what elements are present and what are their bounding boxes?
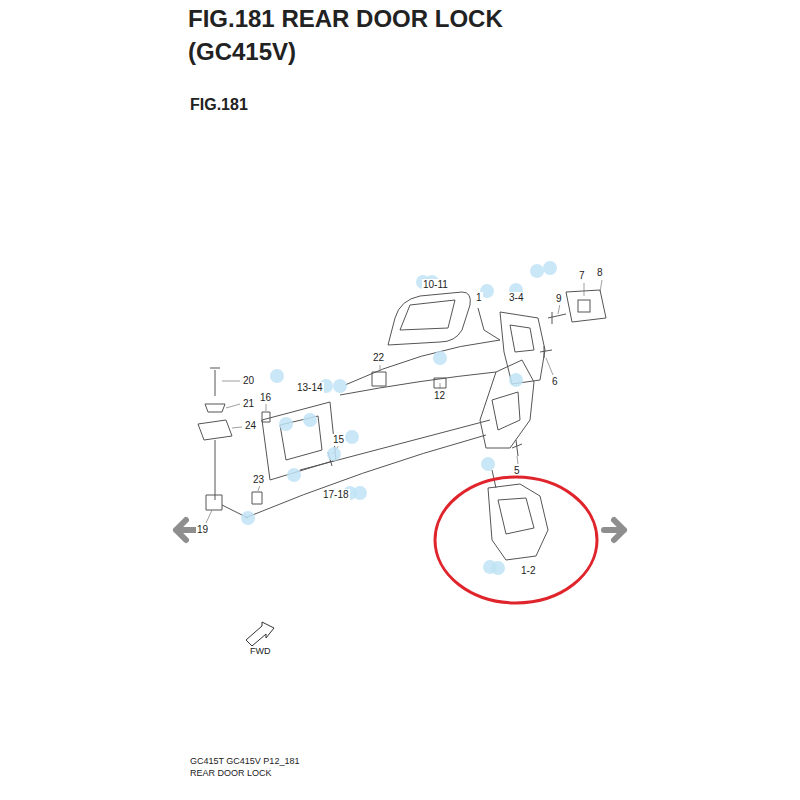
dot xyxy=(303,413,317,427)
clip xyxy=(252,492,262,504)
rod xyxy=(345,340,500,385)
leader-line xyxy=(584,283,585,296)
leader-line xyxy=(206,510,212,523)
leader-line xyxy=(600,280,602,292)
dot xyxy=(287,468,301,482)
clip xyxy=(434,378,446,388)
clip xyxy=(372,372,386,386)
dot xyxy=(491,561,505,575)
bolt xyxy=(548,312,566,324)
lock-body-detail xyxy=(510,325,534,352)
rod xyxy=(478,308,500,340)
figure-title: FIG.181 REAR DOOR LOCK (GC415V) xyxy=(188,2,588,68)
inside-handle xyxy=(262,402,336,480)
circle-outline xyxy=(432,474,600,606)
callout-number: 3-4 xyxy=(508,292,524,304)
pin xyxy=(210,368,220,396)
callout-number: 12 xyxy=(433,390,446,402)
door-lock-assembly xyxy=(488,484,548,560)
striker-detail xyxy=(578,300,590,312)
leader-line xyxy=(440,383,441,389)
leader-line xyxy=(226,404,240,408)
callout-number: 6 xyxy=(551,376,559,388)
callout-number: 1 xyxy=(475,292,483,304)
dot xyxy=(433,351,447,365)
callout-number: 1-2 xyxy=(520,565,536,577)
page-code: GC415T GC415V P12_181 xyxy=(190,756,299,767)
rod xyxy=(340,372,496,395)
cover xyxy=(198,420,232,440)
leader-lines xyxy=(206,280,602,523)
dot xyxy=(530,264,544,278)
nav-arrows xyxy=(176,520,624,540)
red-circle xyxy=(435,477,597,603)
callout-number: 7 xyxy=(578,270,586,282)
dot xyxy=(333,379,347,393)
left-arrow xyxy=(176,520,196,540)
figure-number: FIG.181 xyxy=(190,96,248,114)
callout-number: 13-14 xyxy=(296,382,324,394)
outside-handle xyxy=(388,292,470,345)
hotspot-dots xyxy=(241,261,557,575)
dot xyxy=(279,417,293,431)
bolt xyxy=(512,440,522,456)
dot xyxy=(241,511,255,525)
callout-number: 20 xyxy=(242,375,255,387)
dot xyxy=(345,430,359,444)
callout-number: 9 xyxy=(555,293,563,305)
callout-number: 19 xyxy=(196,524,209,536)
lock-body xyxy=(500,312,545,384)
callout-number: 21 xyxy=(242,398,255,410)
lock-knob-rod xyxy=(206,440,248,518)
dot xyxy=(270,369,284,383)
dot xyxy=(543,261,557,275)
leader-line xyxy=(558,304,560,314)
highlight-circle: 1-2 xyxy=(432,474,600,606)
callout-number: 22 xyxy=(372,352,385,364)
callout-number: 10-11 xyxy=(422,279,449,291)
fwd-label: FWD xyxy=(250,646,271,657)
exploded-view xyxy=(198,290,606,560)
door-lock-detail xyxy=(498,498,534,534)
right-arrow xyxy=(604,520,624,540)
leader-line xyxy=(232,427,242,428)
actuator-detail xyxy=(492,392,520,430)
callout-number: 16 xyxy=(259,392,272,404)
leader-line xyxy=(222,381,240,382)
callout-number: 15 xyxy=(332,434,345,446)
callout-number: 5 xyxy=(513,465,521,477)
striker xyxy=(566,290,606,322)
grommet xyxy=(205,404,225,412)
callout-number: 23 xyxy=(252,474,265,486)
leader-line xyxy=(517,456,518,464)
bolt xyxy=(540,346,552,358)
dot xyxy=(481,457,495,471)
callout-number: 24 xyxy=(244,420,257,432)
callout-number: 17-18 xyxy=(322,489,350,501)
callout-number: 8 xyxy=(596,267,604,279)
outside-handle-detail xyxy=(400,300,455,330)
leader-line xyxy=(266,404,267,411)
page-caption: REAR DOOR LOCK xyxy=(190,768,272,779)
clip xyxy=(262,412,270,422)
leader-line xyxy=(546,358,553,375)
fwd-arrow xyxy=(246,622,274,646)
dot xyxy=(353,486,367,500)
leader-line xyxy=(380,365,381,371)
dot xyxy=(327,447,341,461)
dot xyxy=(509,373,523,387)
